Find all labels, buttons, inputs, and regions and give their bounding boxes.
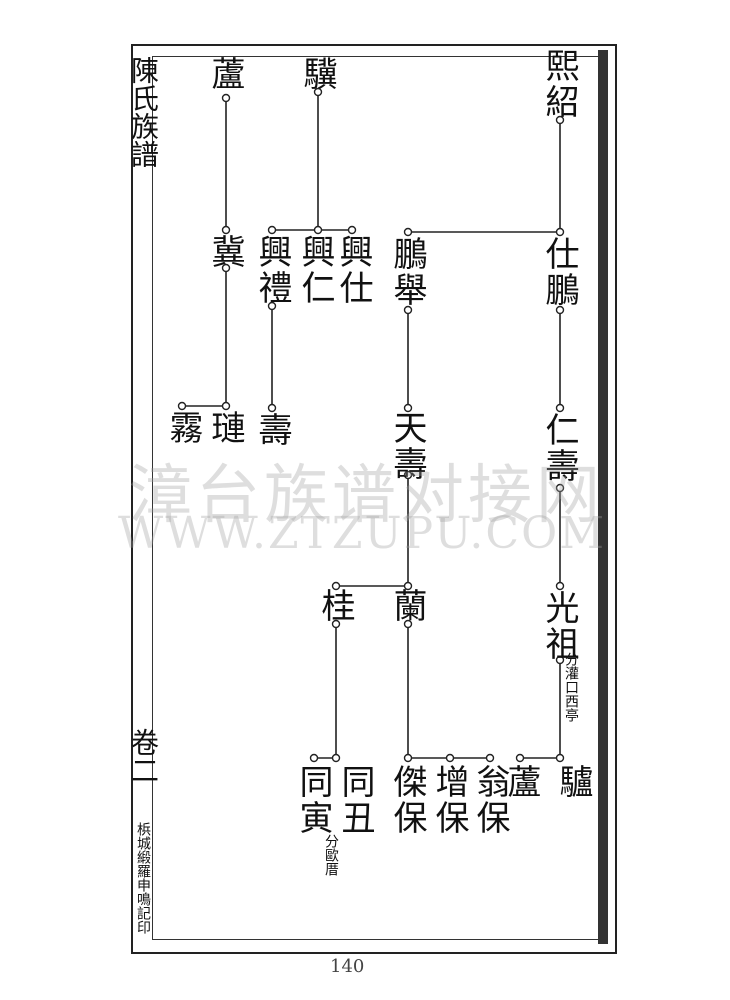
note-tongyin: 分歐厝 <box>323 834 339 876</box>
page-number: 140 <box>330 956 365 977</box>
person-li-g8: 驢 <box>553 764 593 800</box>
person-wu: 霧 <box>163 410 203 446</box>
person-lian: 璉 <box>205 410 245 446</box>
person-xingli: 興禮 <box>252 234 292 306</box>
person-tongchou: 同丑 <box>335 764 375 836</box>
person-lu-top: 蘆 <box>205 56 245 92</box>
person-tianshou: 天壽 <box>387 410 427 482</box>
person-pengju: 鵬舉 <box>387 236 427 308</box>
person-xingren: 興仁 <box>295 234 335 306</box>
person-ji-ji: 冀 <box>205 234 245 270</box>
page-outer-border <box>131 44 617 954</box>
person-zengbao: 增保 <box>429 764 469 836</box>
person-xishao: 熙紹 <box>539 48 579 120</box>
person-lu-g8: 蘆 <box>501 764 541 800</box>
right-thick-rule <box>598 50 608 944</box>
person-gui: 桂 <box>315 588 355 624</box>
person-shou: 壽 <box>252 412 292 448</box>
person-ji-gen3: 驥 <box>297 56 337 92</box>
person-lan: 蘭 <box>387 588 427 624</box>
imprint-label: 梹城緞羅申鳴記印 <box>135 822 151 934</box>
chapter-label: 卷二 <box>127 728 160 784</box>
person-tongyin: 同寅 <box>293 764 333 836</box>
person-xingshi: 興仕 <box>333 234 373 306</box>
person-wengbao: 翁保 <box>470 764 510 836</box>
spine-column: 陳氏族譜 卷二 梹城緞羅申鳴記印 <box>127 52 160 948</box>
book-title: 陳氏族譜 <box>127 56 160 168</box>
person-renshou: 仁壽 <box>539 412 579 484</box>
person-guangzu: 光祖 <box>539 590 579 662</box>
note-guangzu: 分灌口西亭 <box>563 652 579 722</box>
person-jiebao: 傑保 <box>387 764 427 836</box>
person-shipeng: 仕鵬 <box>539 236 579 308</box>
